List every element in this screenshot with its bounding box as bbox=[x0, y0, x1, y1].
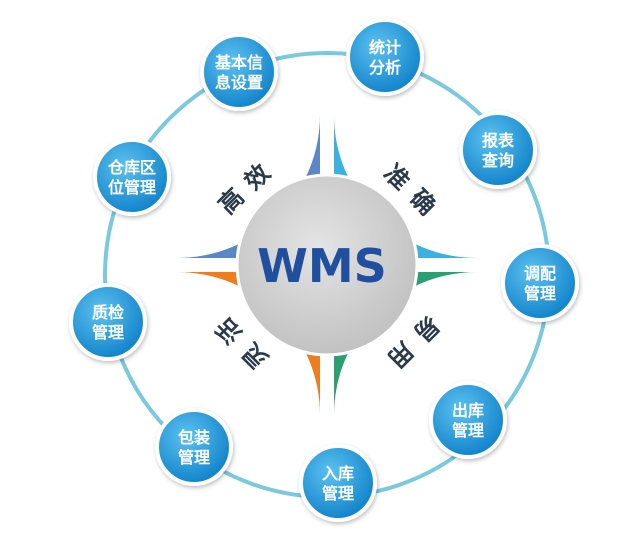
node-line-1: 报表 bbox=[482, 131, 515, 150]
node-packaging-management[interactable]: 包装 管理 bbox=[155, 408, 233, 486]
node-report-query[interactable]: 报表 查询 bbox=[459, 111, 537, 189]
node-line-2: 管理 bbox=[452, 421, 484, 440]
node-allocation-management[interactable]: 调配 管理 bbox=[501, 244, 579, 322]
node-line-1: 统计 bbox=[369, 38, 401, 57]
node-line-1: 仓库区 bbox=[107, 158, 156, 177]
center-label: WMS bbox=[257, 239, 387, 293]
node-line-2: 管理 bbox=[524, 284, 556, 303]
node-line-1: 基本信 bbox=[214, 53, 263, 72]
quadrant-easy-char-1: 易 bbox=[408, 310, 445, 347]
node-line-1: 调配 bbox=[524, 264, 556, 283]
node-line-2: 管理 bbox=[178, 448, 210, 467]
node-line-2: 管理 bbox=[322, 484, 354, 503]
node-statistical-analysis[interactable]: 统计 分析 bbox=[346, 18, 424, 96]
quadrant-flexible-char-1: 灵 bbox=[237, 337, 274, 374]
node-line-2: 管理 bbox=[92, 323, 124, 342]
module-nodes: 基本信 息设置 统计 分析 报表 查询 调配 管理 出库 管理 入库 管理 bbox=[69, 18, 579, 522]
quadrant-easy-char-2: 用 bbox=[382, 336, 419, 373]
node-quality-inspection-management[interactable]: 质检 管理 bbox=[69, 283, 147, 361]
node-line-2: 位管理 bbox=[108, 178, 156, 197]
node-inbound-management[interactable]: 入库 管理 bbox=[299, 444, 377, 522]
quadrant-efficient-char-1: 高 bbox=[213, 183, 250, 220]
node-line-1: 出库 bbox=[452, 401, 484, 420]
node-line-1: 质检 bbox=[92, 303, 124, 322]
quadrant-flexible-char-2: 活 bbox=[211, 312, 248, 349]
node-line-1: 入库 bbox=[322, 464, 354, 483]
node-warehouse-location-management[interactable]: 仓库区 位管理 bbox=[93, 138, 171, 216]
node-line-1: 包装 bbox=[178, 428, 210, 447]
center-circle bbox=[235, 173, 419, 357]
quadrant-efficient-char-2: 效 bbox=[239, 159, 276, 196]
node-line-2: 息设置 bbox=[215, 73, 263, 92]
node-line-2: 分析 bbox=[369, 58, 401, 77]
node-line-2: 查询 bbox=[482, 151, 514, 170]
quadrant-accurate-char-1: 准 bbox=[378, 159, 415, 196]
node-outbound-management[interactable]: 出库 管理 bbox=[429, 381, 507, 459]
node-basic-info-settings[interactable]: 基本信 息设置 bbox=[200, 33, 278, 111]
quadrant-accurate-char-2: 确 bbox=[404, 184, 441, 221]
